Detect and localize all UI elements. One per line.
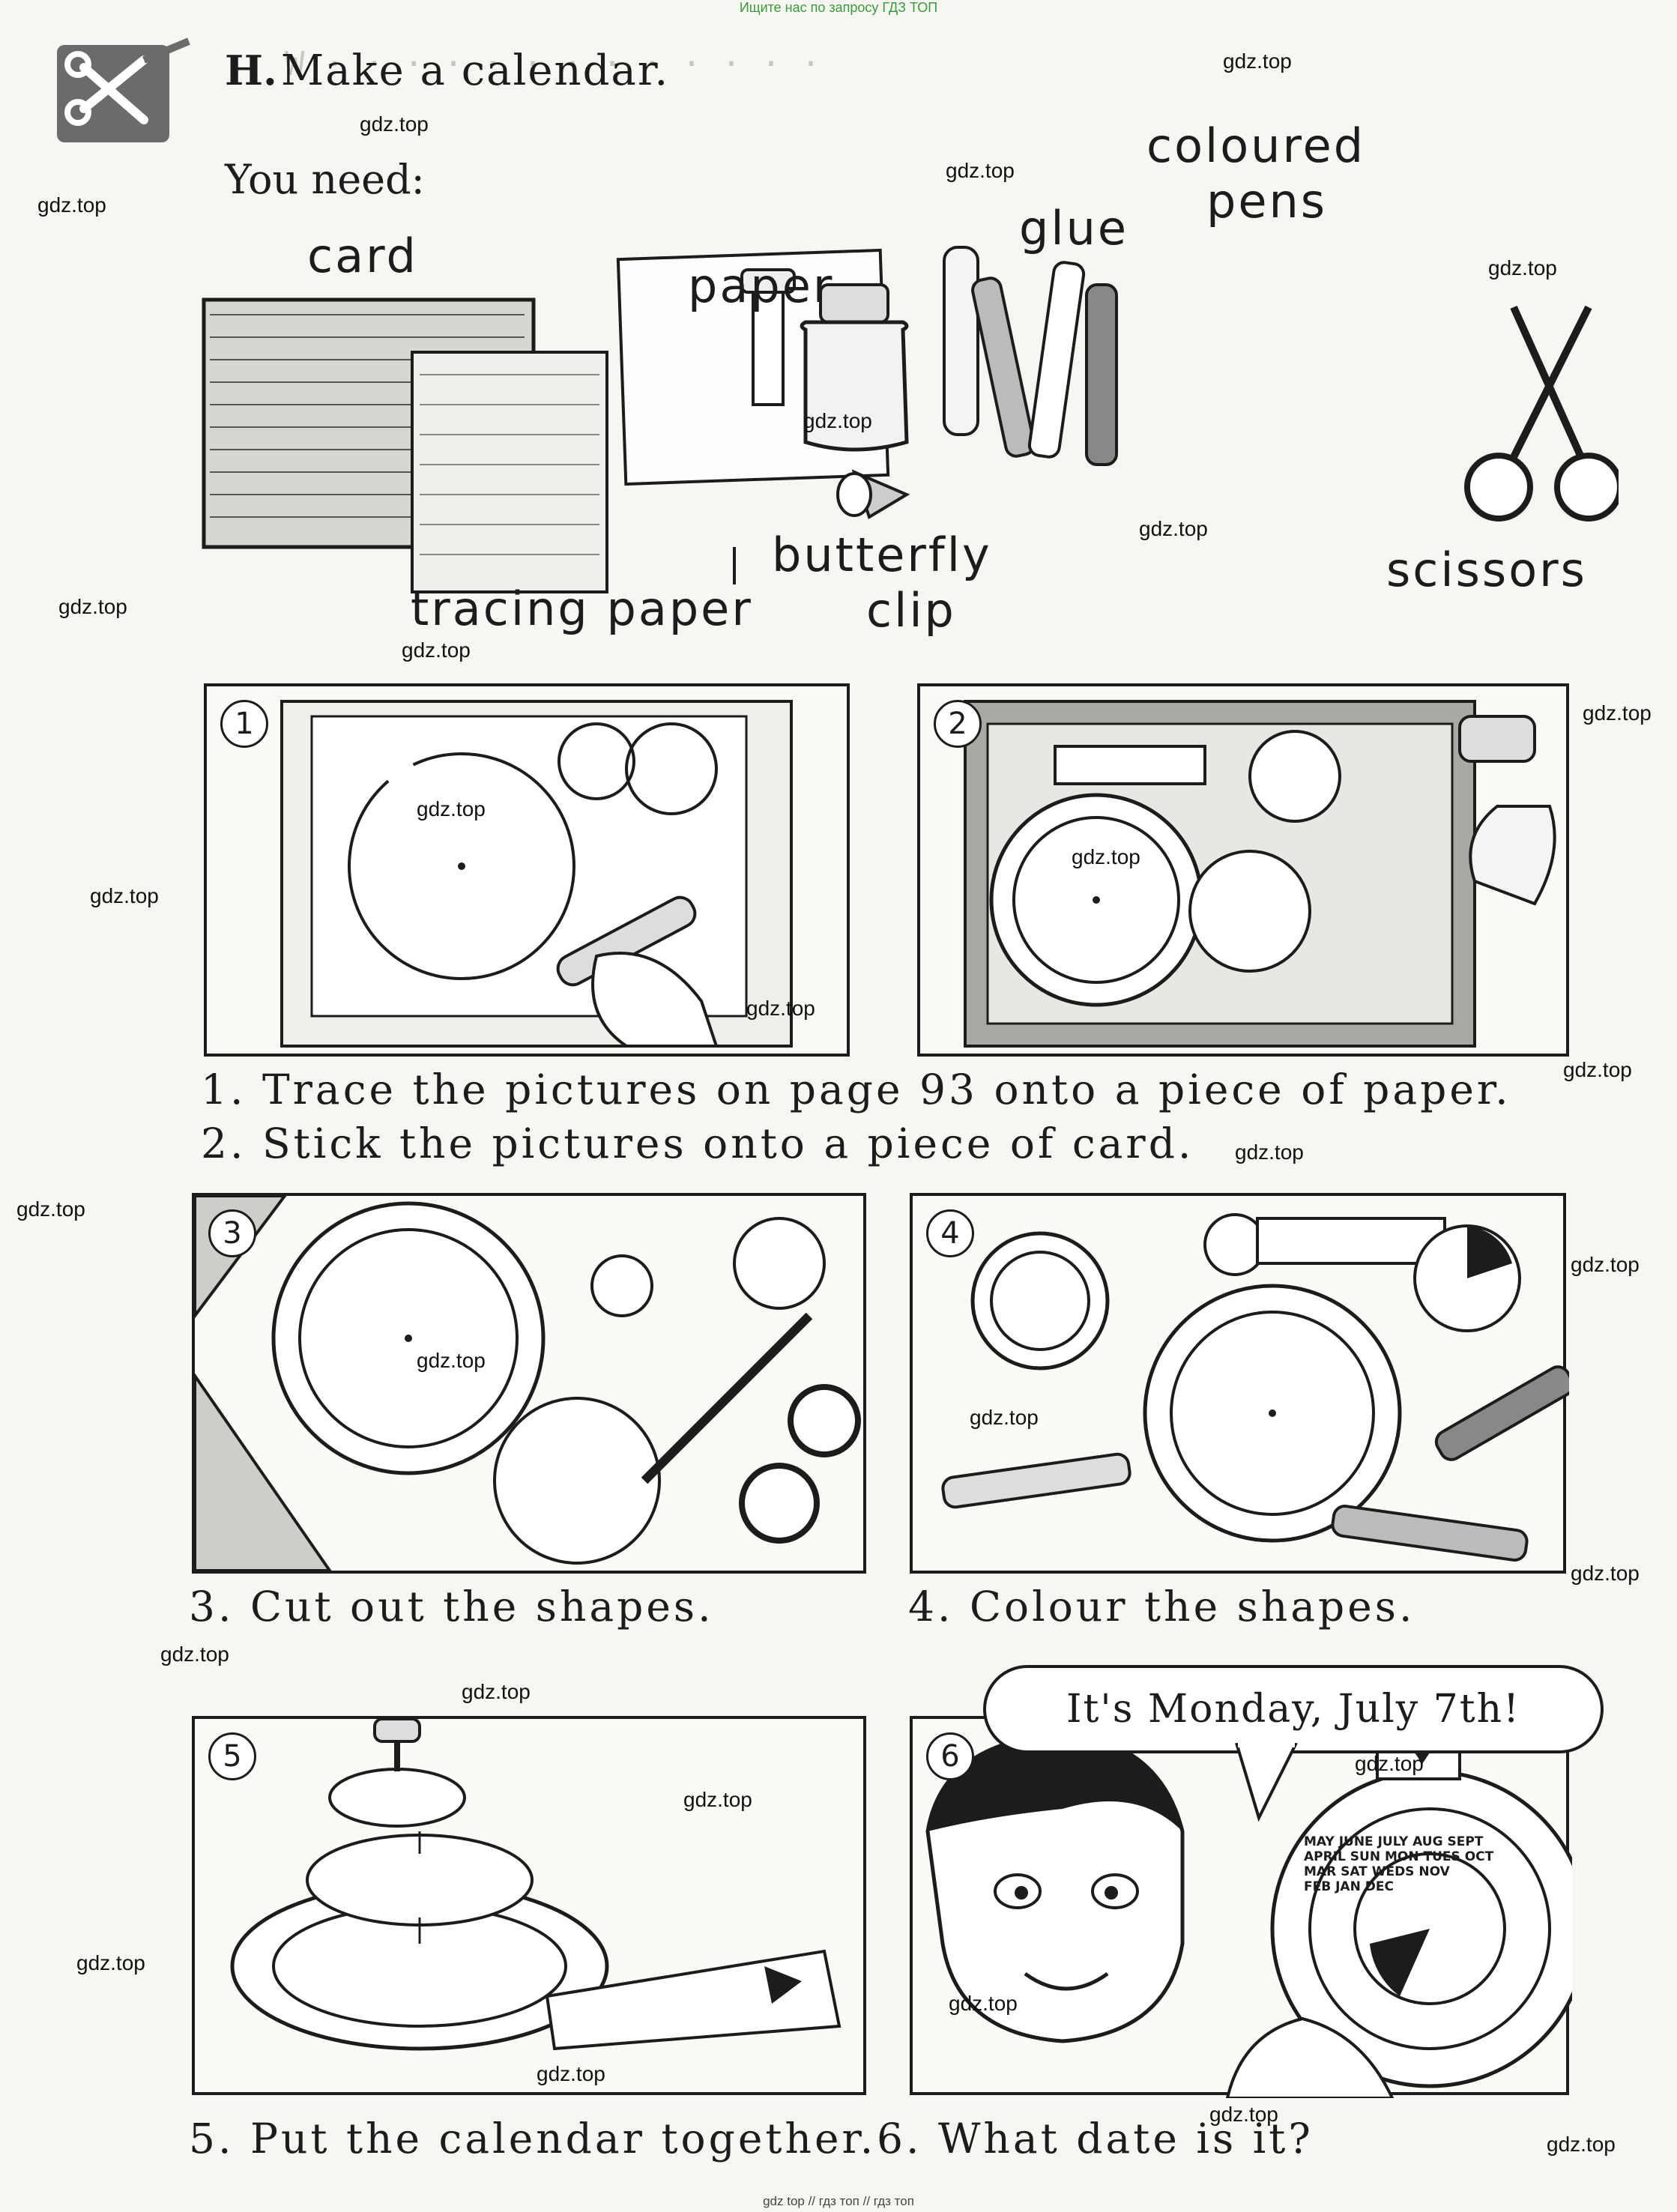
site-note: Ищите нас по запросу ГДЗ ТОП [739, 0, 938, 15]
task-title: Make a calendar. [280, 46, 670, 95]
watermark: gdz.top [37, 193, 106, 217]
pens-label: pens [1206, 174, 1328, 229]
panel-cut: 3 [192, 1193, 866, 1574]
coloured-label: coloured [1146, 118, 1366, 173]
watermark: gdz.top [1139, 517, 1208, 540]
watermark: gdz.top [1223, 49, 1292, 73]
step-4-text: 4. Colour the shapes. [908, 1583, 1415, 1631]
step-6-text: 6. What date is it? [877, 2115, 1314, 2163]
watermark: gdz.top [949, 1992, 1018, 2015]
panel-colour: 4 [910, 1193, 1569, 1574]
month-label: MAR [1304, 1864, 1337, 1879]
watermark: gdz.top [1571, 1253, 1640, 1276]
watermark: gdz.top [417, 1349, 486, 1372]
speech-bubble: It's Monday, July 7th! [983, 1665, 1604, 1753]
watermark: gdz.top [76, 1951, 145, 1974]
watermark: gdz.top [1583, 701, 1652, 725]
clip-label: clip [866, 583, 956, 638]
step-number-4: 4 [926, 1209, 974, 1257]
trace-illustration [280, 700, 793, 1048]
panel-trace: 1 [204, 683, 850, 1057]
watermark: gdz.top [537, 2062, 605, 2085]
watermark: gdz.top [746, 997, 815, 1020]
watermark: gdz.top [1571, 1562, 1640, 1585]
scissors-label: scissors [1386, 543, 1587, 597]
watermark: gdz.top [58, 595, 127, 618]
step-3-text: 3. Cut out the shapes. [189, 1583, 714, 1631]
panel-date: 6 [910, 1716, 1572, 2098]
month-label: MAY [1304, 1834, 1335, 1849]
craft-task-icon [57, 37, 190, 142]
cut-illustration [195, 1196, 861, 1572]
step-number-6: 6 [926, 1732, 974, 1780]
calendar-wheel-labels: MAY JUNE JULY AUG SEPT APRIL SUN MON TUE… [1304, 1834, 1677, 1894]
watermark: gdz.top [160, 1643, 229, 1666]
watermark: gdz.top [1488, 256, 1557, 279]
assemble-illustration [230, 1719, 841, 2051]
day-label: WEDS [1371, 1864, 1415, 1879]
day-label: TUES [1423, 1849, 1460, 1864]
month-label: NOV [1418, 1864, 1450, 1879]
tracing-paper-label: tracing paper [411, 581, 753, 636]
footer-note: gdz top // гдз топ // гдз топ [763, 2194, 914, 2208]
task-heading: H. Make a calendar. [225, 46, 669, 95]
step-5-text: 5. Put the calendar together. [189, 2115, 877, 2163]
month-label: JAN [1335, 1879, 1361, 1894]
glue-label: glue [1019, 201, 1129, 256]
speech-bubble-tail [1235, 1743, 1298, 1822]
watermark: gdz.top [1209, 2103, 1278, 2126]
you-need-label: You need: [225, 156, 425, 203]
day-label: SAT [1341, 1864, 1368, 1879]
watermark: gdz.top [1547, 2133, 1616, 2156]
step-number-3: 3 [208, 1209, 256, 1257]
day-label: SUN [1350, 1849, 1381, 1864]
step-number-2: 2 [934, 700, 982, 748]
card-label: card [307, 229, 418, 283]
month-label: FEB [1304, 1879, 1332, 1894]
watermark: gdz.top [16, 1197, 85, 1221]
task-letter: H. [225, 46, 277, 94]
watermark: gdz.top [1355, 1752, 1424, 1775]
watermark: gdz.top [970, 1406, 1039, 1429]
step-2-text: 2. Stick the pictures onto a piece of ca… [201, 1119, 1194, 1167]
month-label: APRIL [1304, 1849, 1346, 1864]
watermark: gdz.top [402, 638, 471, 662]
watermark: gdz.top [1235, 1140, 1304, 1164]
watermark: gdz.top [90, 884, 159, 907]
month-label: JUNE [1338, 1834, 1374, 1849]
stick-illustration [964, 700, 1556, 1048]
month-label: OCT [1464, 1849, 1494, 1864]
paper-label: paper [688, 259, 835, 313]
watermark: gdz.top [1072, 845, 1140, 868]
watermark: gdz.top [683, 1788, 752, 1811]
month-label: JULY [1377, 1834, 1409, 1849]
day-label: MON [1385, 1849, 1419, 1864]
watermark: gdz.top [360, 112, 429, 136]
colour-illustration [941, 1213, 1569, 1562]
boy-with-calendar-illustration [925, 1725, 1572, 2098]
materials-illustration [202, 246, 1619, 593]
watermark: gdz.top [417, 797, 486, 821]
month-label: DEC [1365, 1879, 1394, 1894]
bleed-through-text: W · · · · · · · · · · · · · [285, 45, 821, 83]
butterfly-label: butterfly [772, 528, 992, 582]
month-label: AUG [1412, 1834, 1443, 1849]
watermark: gdz.top [803, 409, 872, 432]
watermark: gdz.top [1563, 1058, 1632, 1081]
watermark: gdz.top [946, 159, 1015, 182]
panel-stick: 2 [917, 683, 1569, 1057]
step-number-5: 5 [208, 1732, 256, 1780]
panel-assemble: 5 [192, 1716, 866, 2095]
step-1-text: 1. Trace the pictures on page 93 onto a … [201, 1066, 1511, 1113]
watermark: gdz.top [462, 1680, 531, 1703]
month-label: SEPT [1447, 1834, 1484, 1849]
step-number-1: 1 [220, 700, 268, 748]
